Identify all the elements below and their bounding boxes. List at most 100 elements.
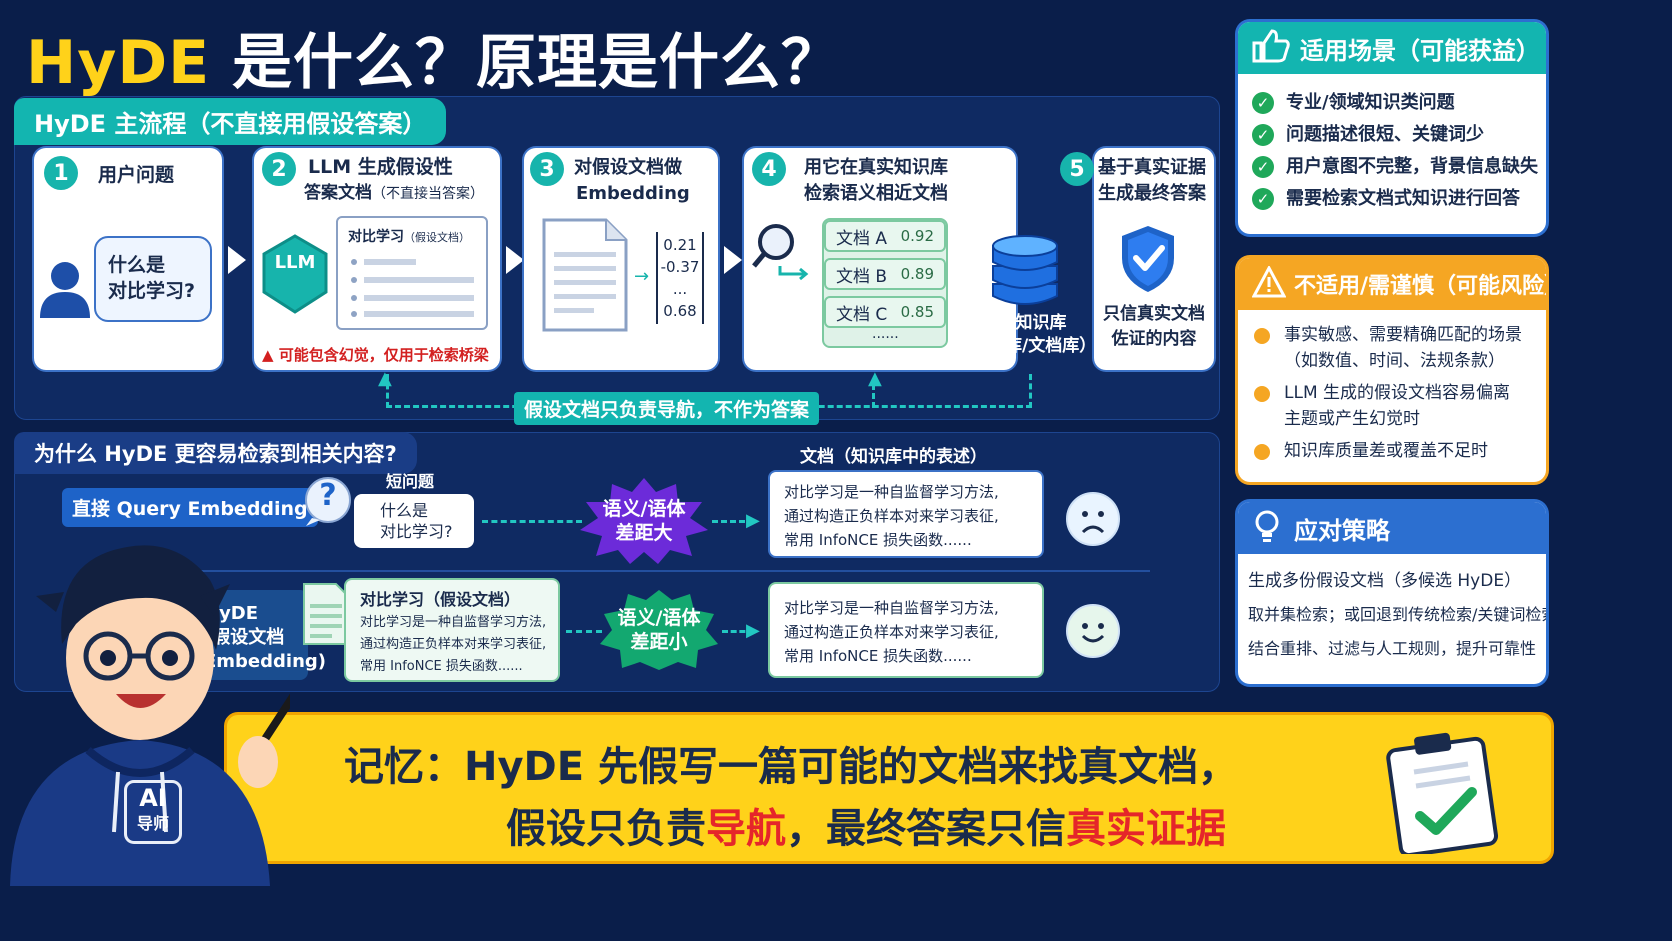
user-icon [38,260,92,324]
short-question-title: 短问题 [386,472,435,491]
suitable-item-text: 专业/领域知识类问题 [1286,92,1455,113]
doc-score: 0.89 [900,265,934,283]
gap-small-badge: 语义/语体 差距小 [600,590,718,670]
warning-text: 可能包含幻觉，仅用于检索桥梁 [278,346,489,364]
bullet-icon [1254,444,1270,460]
title-hyde: HyDE [26,28,211,98]
loop-note: 假设文档只负责导航，不作为答案 [514,392,820,425]
user-question-bubble: 什么是 对比学习? [94,236,212,322]
mascot-badge-tutor: 导师 [136,814,169,833]
gap-small-text: 语义/语体 差距小 [617,607,701,653]
short-question-text: 什么是 对比学习? [380,501,453,541]
suitable-title: 适用场景（可能获益） [1300,36,1540,65]
direct-query-label: 直接 Query Embedding [62,488,318,527]
step-3-number: 3 [530,152,564,186]
shield-label: 只信真实文档 佐证的内容 [1098,302,1210,352]
document-icon [540,218,630,338]
arrow-1-2 [228,246,246,274]
strategy-item: 生成多份假设文档（多候选 HyDE） [1248,571,1522,591]
step-1-card: 1 用户问题 什么是 对比学习? [34,148,222,370]
risky-item: LLM 生成的假设文档容易偏离 主题或产生幻觉时 [1254,380,1546,432]
warning-triangle-icon [1251,264,1287,302]
risky-item: 事实敏感、需要精确匹配的场景 （如数值、时间、法规条款） [1254,322,1546,374]
page-title: HyDE 是什么？原理是什么？ [26,14,842,101]
bullet-icon [1254,328,1270,344]
step-4-title: 用它在真实知识库 [804,157,948,178]
vector-value: -0.37 [660,258,700,276]
gap-large-text: 语义/语体 差距大 [602,498,686,544]
risky-card: 不适用/需谨慎（可能风险） 事实敏感、需要精确匹配的场景 （如数值、时间、法规条… [1238,258,1546,482]
doc-name: 文档 C [836,304,888,325]
kb-label-line1: 真实知识库 [981,313,1067,333]
risky-header: 不适用/需谨慎（可能风险） [1238,258,1546,310]
check-icon: ✓ [1252,124,1274,146]
step-5-number: 5 [1060,152,1094,186]
hypo-doc-note: （假设文档） [404,231,470,244]
suitable-item: ✓ 需要检索文档式知识进行回答 [1252,186,1546,212]
hypo-doc-box: 对比学习（假设文档） 对比学习是一种自监督学习方法, 通过构造正负样本对来学习表… [344,578,560,682]
thumbs-up-icon [1252,29,1290,67]
strategy-item: 结合重排、过滤与人工规则，提升可靠性 [1248,639,1537,658]
user-question-text: 什么是 对比学习? [108,254,196,302]
step-2-title: LLM 生成假设性 [308,156,453,178]
doc-name: 文档 B [836,266,888,287]
doc-score: 0.85 [900,303,934,321]
short-question-bubble: 什么是 对比学习? [354,494,474,548]
check-icon: ✓ [1252,92,1274,114]
step-1-number: 1 [44,156,78,190]
row2-dash-right [722,630,754,633]
risky-item-text: LLM 生成的假设文档容易偏离 主题或产生幻觉时 [1284,383,1511,429]
suitable-card: 适用场景（可能获益） ✓ 专业/领域知识类问题 ✓ 问题描述很短、关键词少 ✓ 用户意… [1238,22,1546,234]
step-3-card: 3 对假设文档做 Embedding → 0.21 -0.37 ... 0.68 [524,148,718,370]
risky-title: 不适用/需谨慎（可能风险） [1294,274,1546,299]
retrieved-doc-b: 文档 B 0.89 [824,258,946,290]
row1-dash-right [712,520,754,523]
magnifier-icon [750,218,810,286]
row2-dash-left [566,630,602,633]
strategy-item: 取并集检索；或回退到传统检索/关键词检索 [1248,605,1546,624]
suitable-item: ✓ 专业/领域知识类问题 [1252,90,1546,116]
row2-arrow-icon: ▶ [746,620,760,641]
strategy-header: 应对策略 [1238,502,1546,554]
strategy-card: 应对策略 生成多份假设文档（多候选 HyDE） 取并集检索；或回退到传统检索/关… [1238,502,1546,684]
doc-lines-icon [350,258,480,324]
kb-label-line2: （向量库/文档库） [954,336,1097,356]
loop-arrow-icon: ▲ [378,368,392,389]
knowledge-base-label: 真实知识库 （向量库/文档库） [954,312,1097,358]
why-divider [196,570,1150,572]
shield-label-line1: 只信真实文档 [1103,304,1205,324]
happy-face-icon [1066,604,1120,658]
hypothetical-doc: 对比学习（假设文档） [336,216,488,330]
step-2-number: 2 [262,152,296,186]
hypo-doc-box-title: 对比学习（假设文档） [360,590,521,609]
why-tag: 为什么 HyDE 更容易检索到相关内容? [14,432,417,474]
vector-value: ... [672,280,688,298]
step-3-title: 对假设文档做 [574,157,682,178]
step-4-title2: 检索语义相近文档 [804,183,948,204]
step-5-title: 基于真实证据 [1098,157,1206,178]
bullet-icon [1254,386,1270,402]
arrow-2-3 [506,246,524,274]
memo-highlight-evidence: 真实证据 [1066,806,1226,852]
kb-doc-2-text: 对比学习是一种自监督学习方法, 通过构造正负样本对来学习表征, 常用 InfoN… [784,599,999,665]
suitable-item-text: 用户意图不完整，背景信息缺失 [1286,156,1538,177]
hypo-doc-title: 对比学习 [348,229,404,245]
shield-check-icon [1118,224,1178,298]
doc-header: 文档（知识库中的表述） [800,447,987,467]
check-icon: ✓ [1252,188,1274,210]
shield-label-line2: 佐证的内容 [1111,329,1197,349]
memo-line1: 记忆：HyDE 先假写一篇可能的文档来找真文档， [344,744,1239,790]
vector-value: 0.68 [663,302,697,320]
llm-logo-icon: LLM [262,234,328,318]
sad-face-icon [1066,492,1120,546]
hypo-doc-box-text: 对比学习是一种自监督学习方法, 通过构造正负样本对来学习表征, 常用 InfoN… [360,615,547,674]
more-docs: ...... [872,326,899,342]
suitable-item-text: 问题描述很短、关键词少 [1286,124,1484,145]
risky-item-text: 事实敏感、需要精确匹配的场景 （如数值、时间、法规条款） [1284,325,1522,371]
retrieved-doc-c: 文档 C 0.85 [824,296,946,328]
step-1-title: 用户问题 [98,164,175,186]
lightbulb-icon [1252,509,1282,547]
suitable-item-text: 需要检索文档式知识进行回答 [1286,188,1520,209]
